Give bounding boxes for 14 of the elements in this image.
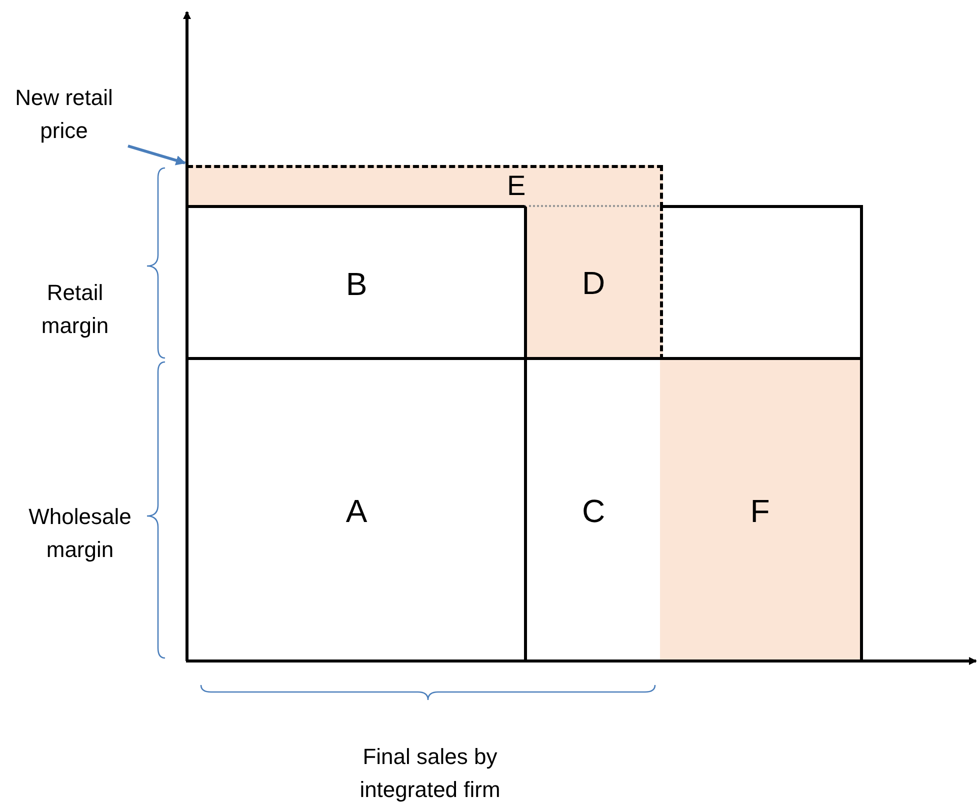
price-label: New retail price bbox=[0, 78, 128, 150]
axis-annotation: Final sales by integrated firm bbox=[358, 743, 502, 804]
shaded-area bbox=[187, 165, 663, 208]
area-letter: A bbox=[346, 492, 368, 530]
shaded-area bbox=[524, 205, 663, 360]
arrow bbox=[128, 144, 186, 166]
area-letter: D bbox=[582, 265, 606, 302]
area-letter: F bbox=[750, 492, 770, 530]
axis-annotation: Retail margin bbox=[40, 279, 110, 340]
shaded-area bbox=[660, 357, 863, 662]
area-letter: C bbox=[582, 492, 606, 530]
axis-annotation: Wholesale margin bbox=[28, 503, 132, 564]
area-letter: E bbox=[507, 169, 526, 203]
area-letter: B bbox=[346, 266, 368, 302]
